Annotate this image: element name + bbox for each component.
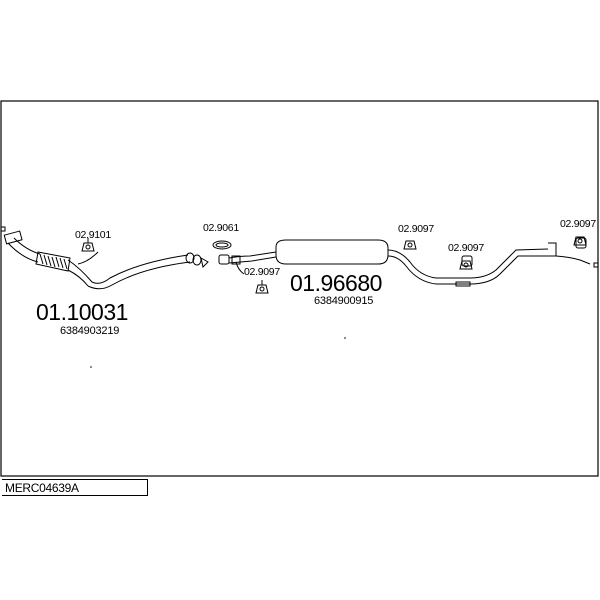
mount-icons xyxy=(81,236,587,294)
fitting-label: 02.9061 xyxy=(203,222,239,234)
kit-code: MERC04639A xyxy=(5,481,79,495)
mount-icon xyxy=(255,280,269,294)
fitting-label: 02.9097 xyxy=(560,218,596,230)
centre-silencer-drawing xyxy=(218,237,591,287)
part-number: 01.96680 xyxy=(290,270,382,296)
left-edge-marker xyxy=(0,226,6,232)
mount-icon xyxy=(573,236,587,246)
oe-number: 6384900915 xyxy=(314,295,374,307)
mount-icon xyxy=(459,260,473,270)
fitting-label: 02.9101 xyxy=(75,229,111,241)
mount-icon xyxy=(403,240,417,250)
fitting-label: 02.9097 xyxy=(398,223,434,235)
drawing-frame xyxy=(0,100,599,477)
fitting-label: 02.9097 xyxy=(448,242,484,254)
front-pipe-drawing xyxy=(3,230,209,290)
mount-icon xyxy=(81,238,95,252)
part-number: 01.10031 xyxy=(36,299,128,325)
oe-number: 6384903219 xyxy=(60,325,120,337)
kit-code-box: MERC04639A xyxy=(2,479,148,496)
right-edge-marker xyxy=(593,262,599,268)
clamp-icon xyxy=(212,240,232,250)
fitting-label: 02.9097 xyxy=(244,266,280,278)
